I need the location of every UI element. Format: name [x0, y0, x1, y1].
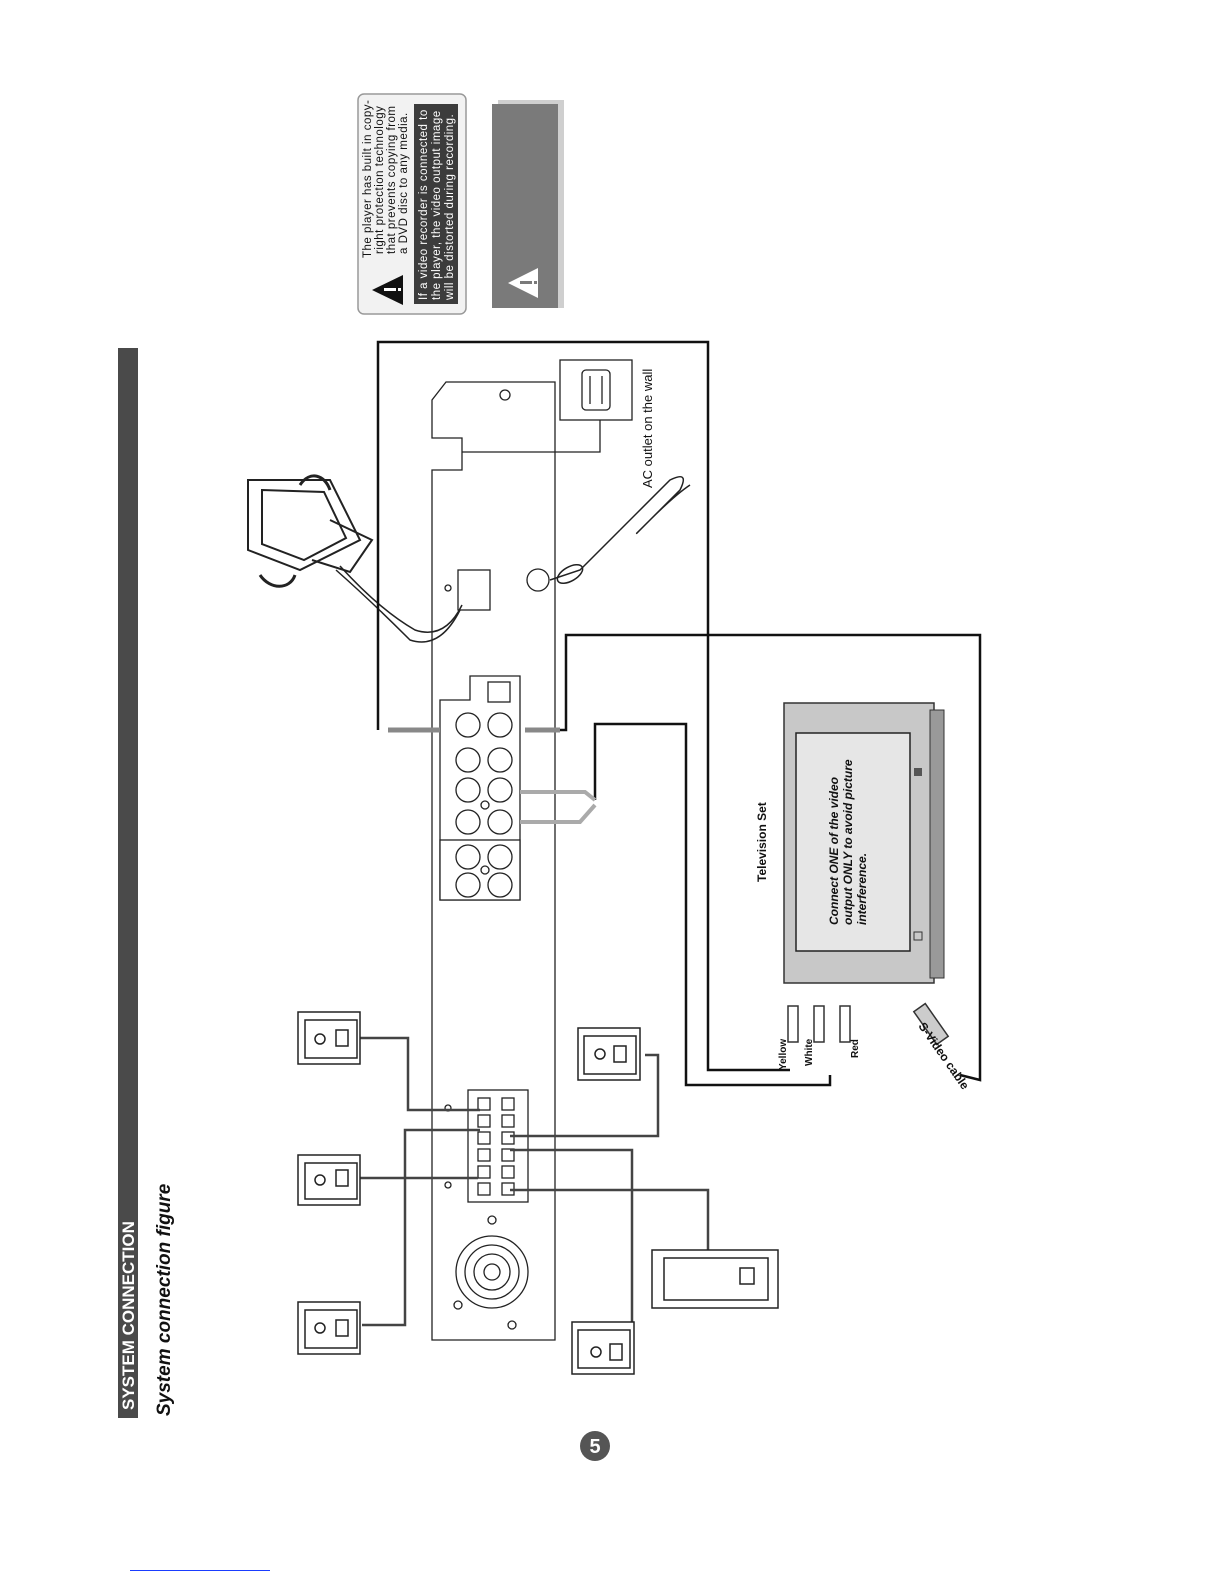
speaker-surround-right — [571, 1321, 635, 1375]
svg-text:the player, the video output i: the player, the video output image — [431, 110, 443, 300]
yellow-label: Yellow — [778, 1039, 789, 1070]
tv-note-line2: output ONLY to avoid picture — [841, 759, 855, 925]
svideo-plug — [912, 1002, 950, 1046]
rca-plugs — [388, 727, 597, 824]
copy-protection-note: The player has built in copy- right prot… — [357, 93, 467, 315]
power-cord — [462, 359, 633, 453]
connection-cables — [376, 340, 982, 1087]
warning-box — [492, 100, 564, 308]
svg-text:right protection technology: right protection technology — [374, 106, 386, 254]
ac-outlet-label: AC outlet on the wall — [640, 369, 655, 488]
speaker-front-left — [297, 1011, 361, 1065]
speaker-surround-left — [577, 1027, 641, 1081]
warning-icon — [508, 268, 538, 298]
warning-icon — [372, 275, 403, 305]
speaker-center — [297, 1154, 361, 1206]
section-title: SYSTEM CONNECTION — [119, 1221, 138, 1410]
fm-antenna-wire — [549, 475, 691, 585]
tv-note-line1: Connect ONE of the video — [827, 777, 841, 925]
speaker-wires — [360, 1036, 710, 1330]
page-number-badge — [580, 1431, 610, 1461]
fan-grill — [455, 1235, 529, 1309]
av-output-jacks — [439, 675, 521, 901]
antenna-terminals — [457, 568, 550, 611]
player-rear-panel — [431, 359, 633, 1341]
page-subtitle: System connection figure — [154, 1183, 175, 1416]
tv-note-line3: interference. — [855, 853, 869, 925]
television-set — [783, 702, 945, 984]
subwoofer — [651, 1249, 779, 1309]
bottom-link-line — [130, 1570, 270, 1571]
svg-text:will be distorted during recor: will be distorted during recording. — [444, 114, 456, 301]
loop-antenna — [247, 474, 463, 643]
svg-text:a DVD disc to any media.: a DVD disc to any media. — [398, 112, 410, 254]
page-number: 5 — [589, 1436, 600, 1458]
svg-text:The player has built in copy-: The player has built in copy- — [362, 100, 374, 258]
section-bar — [118, 348, 138, 1418]
svg-text:If a video recorder is connect: If a video recorder is connected to — [418, 109, 430, 300]
red-label: Red — [850, 1039, 861, 1058]
speaker-terminals — [477, 1097, 515, 1196]
speaker-front-right — [297, 1301, 361, 1355]
white-label: White — [804, 1038, 815, 1066]
svg-text:that prevents copying from: that prevents copying from — [386, 105, 398, 254]
tv-rca-cables — [787, 1005, 851, 1043]
television-label: Television Set — [755, 802, 769, 882]
